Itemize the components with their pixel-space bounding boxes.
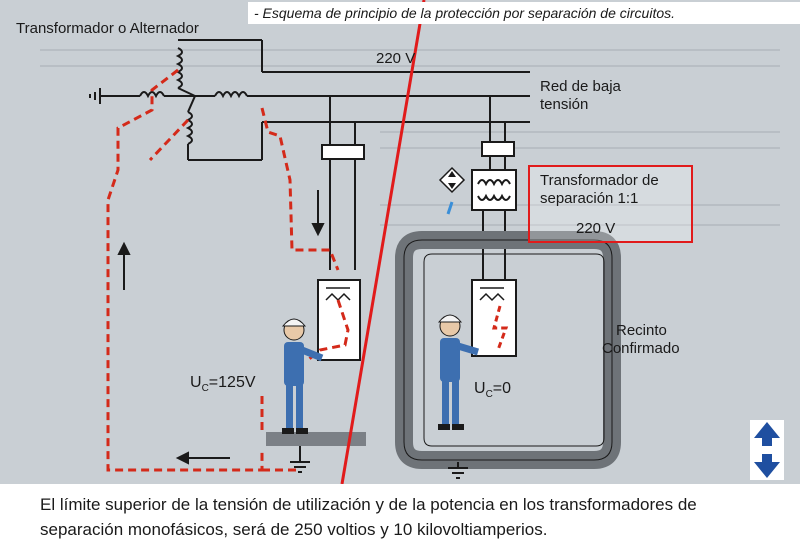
uc-right-label: UC=0 xyxy=(474,380,512,401)
right-fault-marker xyxy=(492,305,509,351)
fault-path xyxy=(106,68,350,472)
network-label-line2: tensión xyxy=(540,96,589,113)
isolation-symbol-icon xyxy=(438,166,466,215)
diagram-figure: Transformador o Alternador 220 V Red de … xyxy=(0,0,800,484)
isolation-label-line2: separación 1:1 xyxy=(540,190,639,207)
background-text-lines xyxy=(40,49,780,226)
left-branch xyxy=(317,96,365,361)
enclosure xyxy=(395,231,621,479)
isolation-voltage-label: 220 V xyxy=(576,220,616,237)
network-label-line1: Red de baja xyxy=(540,78,621,95)
isolation-label-line1: Transformador de xyxy=(540,172,659,189)
source-transformer-icon xyxy=(89,39,263,161)
figure-caption: - Esquema de principio de la protección … xyxy=(248,2,800,24)
current-arrows xyxy=(117,190,325,465)
voltage-top-label: 220 V xyxy=(376,50,416,67)
scroll-up-down-icon[interactable] xyxy=(750,420,784,480)
enclosure-label-line2: Confirmado xyxy=(602,340,680,357)
worker-right-icon xyxy=(437,314,480,430)
ground-plate-left xyxy=(266,432,366,473)
circuit-diagram xyxy=(40,0,780,484)
distribution-lines xyxy=(247,71,530,123)
divider-line xyxy=(340,0,426,484)
worker-left-icon xyxy=(281,318,324,434)
enclosure-label-line1: Recinto xyxy=(616,322,667,339)
uc-left-label: UC=125V xyxy=(190,374,256,395)
right-branch xyxy=(471,96,517,357)
source-label: Transformador o Alternador xyxy=(16,20,199,37)
footer-paragraph: El límite superior de la tensión de util… xyxy=(40,495,697,539)
highlight-box xyxy=(528,165,693,243)
